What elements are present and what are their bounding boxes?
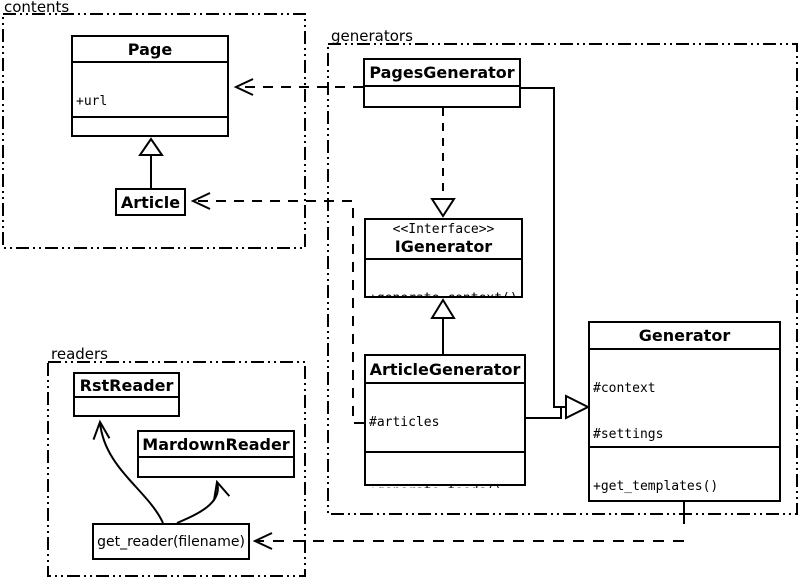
package-readers-border — [47, 361, 306, 577]
class-rstreader-title: RstReader — [79, 375, 174, 395]
class-rstreader: RstReader +read() — [73, 372, 180, 417]
package-contents-border — [2, 13, 306, 249]
class-igenerator-title: <<Interface>> IGenerator — [366, 220, 521, 258]
package-label-contents: contents — [4, 0, 70, 16]
inheritance-arrow-article-to-page — [138, 137, 164, 188]
class-page: Page +url +slug +summary +check_properti… — [71, 35, 229, 137]
realization-arrow-pagesgenerator-to-igenerator — [430, 108, 456, 218]
attribute: #context — [593, 381, 656, 396]
class-pagesgenerator: PagesGenerator #pages — [363, 58, 521, 108]
curved-arrow-getreader-to-rstreader — [92, 419, 164, 524]
attribute: +url — [76, 94, 108, 109]
function-get-reader: get_reader(filename) — [92, 523, 250, 560]
class-article: Article — [115, 188, 186, 216]
attribute: #articles — [369, 415, 440, 430]
class-article-title: Article — [120, 192, 181, 212]
class-mardownreader-methods: +read() — [139, 456, 293, 477]
class-pagesgenerator-attributes: #pages — [365, 85, 519, 107]
package-generators-border — [327, 43, 798, 515]
class-generator-methods: +get_templates() +get_files(path,exclude… — [590, 446, 779, 502]
class-igenerator: <<Interface>> IGenerator +generate_conte… — [364, 218, 523, 298]
package-label-readers: readers — [51, 345, 108, 363]
class-mardownreader: MardownReader +read() — [137, 430, 295, 478]
class-generator-title: Generator — [638, 326, 731, 345]
dependency-arrow-articlegenerator-to-article — [190, 192, 364, 424]
class-generator: Generator #context #settings #path #them… — [588, 321, 781, 502]
method: +generate_context() — [369, 291, 519, 297]
inheritance-arrow-generators-to-generator — [521, 87, 591, 420]
class-pagesgenerator-title: PagesGenerator — [369, 63, 515, 82]
dependency-arrow-generator-to-getreader — [252, 502, 685, 550]
class-page-title: Page — [127, 39, 173, 59]
class-articlegenerator-title: ArticleGenerator — [369, 359, 521, 379]
class-igenerator-stereotype: <<Interface>> — [392, 222, 495, 237]
class-igenerator-name: IGenerator — [394, 237, 493, 256]
package-label-generators: generators — [331, 27, 413, 45]
inheritance-arrow-articlegenerator-to-igenerator — [430, 298, 456, 354]
method: +generate_feeds() — [369, 484, 522, 488]
class-page-methods: +check_properties() — [73, 116, 227, 141]
class-rstreader-methods: +read() — [75, 396, 178, 416]
class-igenerator-methods: +generate_context() +generate_output() — [366, 258, 521, 297]
class-articlegenerator-methods: +generate_feeds() +generate_pages() — [366, 451, 524, 488]
method: +get_templates() — [593, 479, 719, 494]
attribute: #settings — [593, 426, 664, 442]
class-articlegenerator: ArticleGenerator #articles #dates #tags … — [364, 354, 526, 488]
curved-arrow-getreader-to-mardownreader — [176, 479, 231, 524]
class-articlegenerator-attributes: #articles #dates #tags #categories — [366, 382, 524, 451]
class-generator-attributes: #context #settings #path #theme #output_… — [590, 348, 779, 446]
class-page-attributes: +url +slug +summary — [73, 61, 227, 116]
class-mardownreader-title: MardownReader — [142, 434, 290, 454]
